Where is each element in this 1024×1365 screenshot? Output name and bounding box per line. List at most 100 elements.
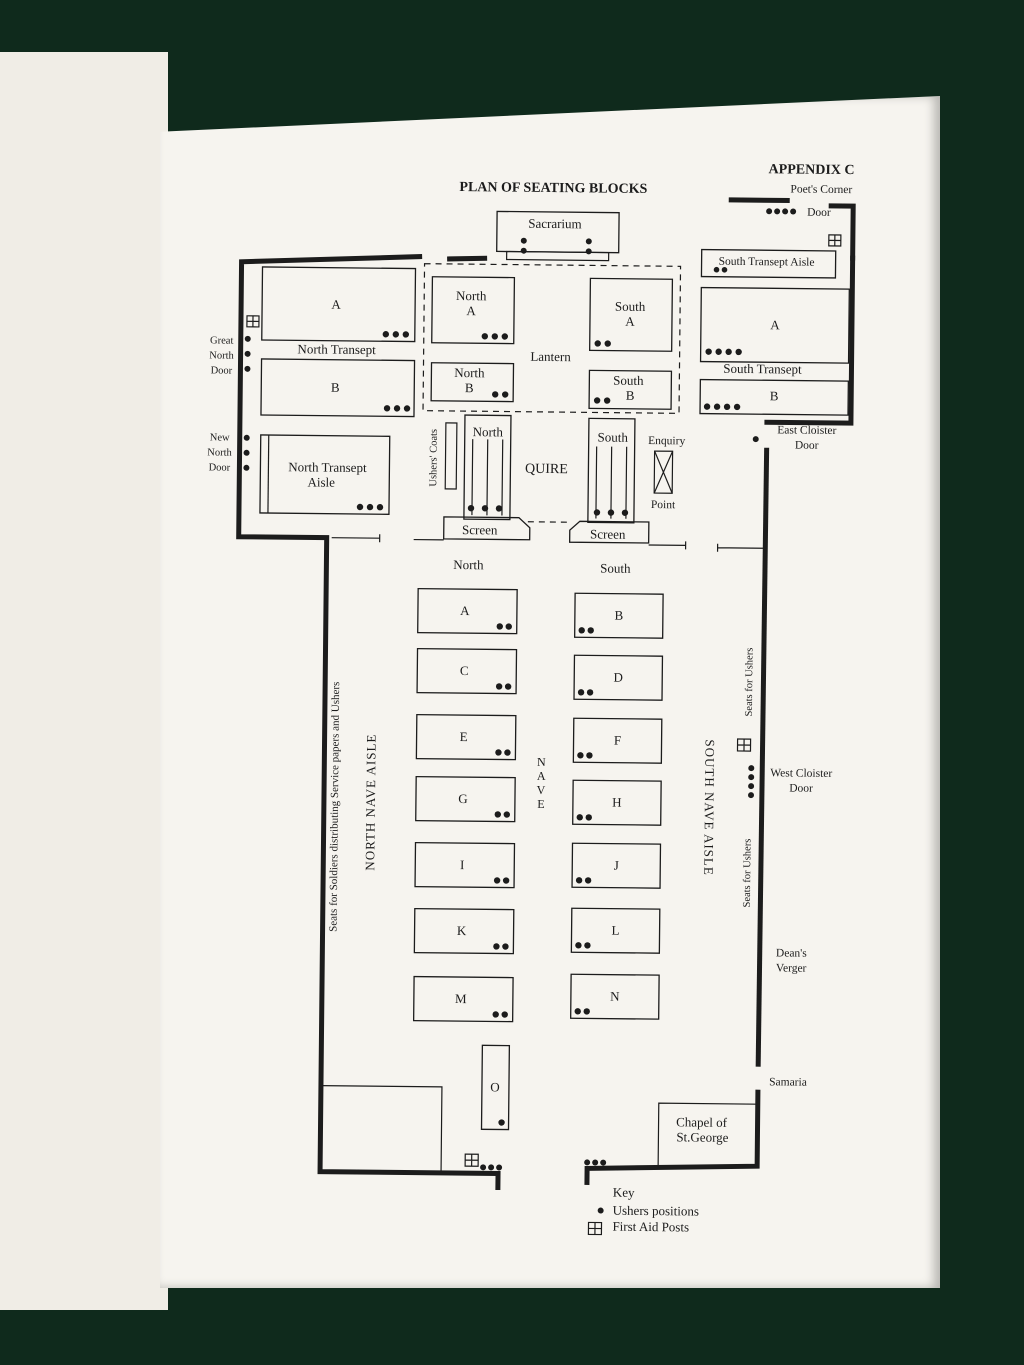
south-transept-outer-wall <box>764 255 856 426</box>
ushers-dot <box>494 811 501 818</box>
screen-north <box>443 516 531 541</box>
nave-block-label: C <box>460 663 469 678</box>
south-transept-aisle-block <box>700 248 837 279</box>
nave-block-h <box>572 779 662 826</box>
point-label: Point <box>651 499 676 511</box>
ushers-dot <box>492 1011 499 1018</box>
poets-corner-wall-right <box>828 203 856 261</box>
ushers-dot <box>586 752 593 759</box>
ushers-dot <box>583 1008 590 1015</box>
ushers-dot <box>577 689 585 696</box>
great-north-door-label-2: North <box>209 350 234 361</box>
ushers-marker-quire-north <box>467 504 503 512</box>
south-b-label-2: B <box>626 388 635 403</box>
nave-block-c <box>416 647 518 695</box>
left-page <box>0 52 168 1310</box>
quire-label: QUIRE <box>525 462 568 477</box>
north-a-label-1: North <box>456 288 487 303</box>
seats-for-ushers-label-1: Seats for Ushers <box>744 648 756 717</box>
north-transept-aisle-block <box>259 434 391 515</box>
south-lower-wall <box>584 1089 761 1185</box>
nave-south-heading: South <box>600 561 631 576</box>
quire-north-label: North <box>473 424 504 439</box>
nave-label: NAVE <box>537 755 546 811</box>
north-a-label-2: A <box>466 303 476 318</box>
ushers-marker-east-cloister <box>752 436 759 443</box>
ushers-dot <box>584 877 592 884</box>
nave-block-label: G <box>458 791 468 806</box>
south-transept-b-label: B <box>770 388 779 403</box>
nave-block-label: A <box>460 603 470 618</box>
north-west-room <box>320 1085 443 1173</box>
ushers-dot <box>502 943 509 950</box>
ushers-dot <box>585 814 592 821</box>
nave-block-d <box>573 654 664 701</box>
key-first-aid-label: First Aid Posts <box>612 1219 689 1235</box>
north-transept-block-b <box>260 358 416 418</box>
nave-block-label: L <box>612 923 620 938</box>
ushers-dot <box>586 689 594 696</box>
south-a-label-1: South <box>615 299 646 314</box>
north-transept-a-label: A <box>331 297 341 312</box>
poets-corner-label: Poet's Corner <box>790 183 852 196</box>
new-north-door-label-2: North <box>207 447 232 458</box>
ushers-coats-label: Ushers' Coats <box>428 429 440 487</box>
ushers-dot <box>575 877 583 884</box>
nave-block-k <box>413 907 515 955</box>
nave-block-e <box>415 713 517 761</box>
ushers-coats-rack <box>444 422 458 490</box>
key-title: Key <box>613 1185 635 1200</box>
south-b-label-1: South <box>613 373 644 388</box>
north-b-label-1: North <box>454 365 485 380</box>
nave-letter: N <box>537 755 546 769</box>
south-transept-a-label: A <box>770 317 780 332</box>
sacrarium-step <box>506 250 610 262</box>
north-nave-aisle-label: NORTH NAVE AISLE <box>362 734 378 871</box>
great-north-door-label-3: Door <box>211 365 233 376</box>
ushers-dot <box>502 877 510 884</box>
sacrarium-label: Sacrarium <box>528 216 582 232</box>
north-transept-aisle-label-1: North Transept <box>288 459 367 475</box>
south-nave-aisle-label: SOUTH NAVE AISLE <box>701 739 717 876</box>
ushers-marker-west-door <box>480 1164 503 1171</box>
ushers-marker-nt-a <box>382 331 410 338</box>
deans-verger-label-1: Dean's <box>776 947 807 959</box>
chapel-label-2: St.George <box>676 1129 728 1145</box>
south-transept-block-b <box>699 378 850 416</box>
quire-south-stalls <box>587 417 636 524</box>
ushers-dot <box>584 942 591 949</box>
ushers-marker-south-a <box>594 340 611 347</box>
ushers-dot <box>504 683 512 690</box>
first-aid-icon-west <box>464 1153 479 1167</box>
key-first-aid-icon <box>587 1221 603 1236</box>
south-transept-label: South Transept <box>723 361 802 377</box>
first-aid-icon <box>828 234 842 247</box>
ushers-marker-sacrarium <box>520 237 592 255</box>
right-page <box>160 96 940 1288</box>
ushers-dot <box>574 1008 581 1015</box>
ushers-dot <box>504 749 511 756</box>
nave-block-label: F <box>614 733 621 748</box>
ushers-dot <box>495 749 502 756</box>
nave-block-i <box>414 841 516 889</box>
nave-block-label: I <box>460 857 465 872</box>
north-b-label-2: B <box>465 380 474 395</box>
deans-verger-label-2: Verger <box>776 962 807 974</box>
first-aid-icon-great-north <box>246 315 260 328</box>
nave-north-heading: North <box>453 557 484 572</box>
ushers-marker-south-b <box>593 397 611 404</box>
nave-block-j <box>571 842 662 889</box>
ushers-marker-o <box>498 1119 505 1126</box>
poets-door-label: Door <box>807 207 831 219</box>
screen-south-label: Screen <box>590 526 626 541</box>
quire-south-label: South <box>598 429 629 444</box>
ushers-dot <box>495 683 503 690</box>
screen-north-label: Screen <box>462 522 498 537</box>
west-cloister-door-label-1: West Cloister <box>770 767 832 780</box>
ushers-marker-north-a <box>481 333 509 340</box>
lantern-south-a-block <box>589 277 674 352</box>
nave-letter: A <box>537 769 546 783</box>
